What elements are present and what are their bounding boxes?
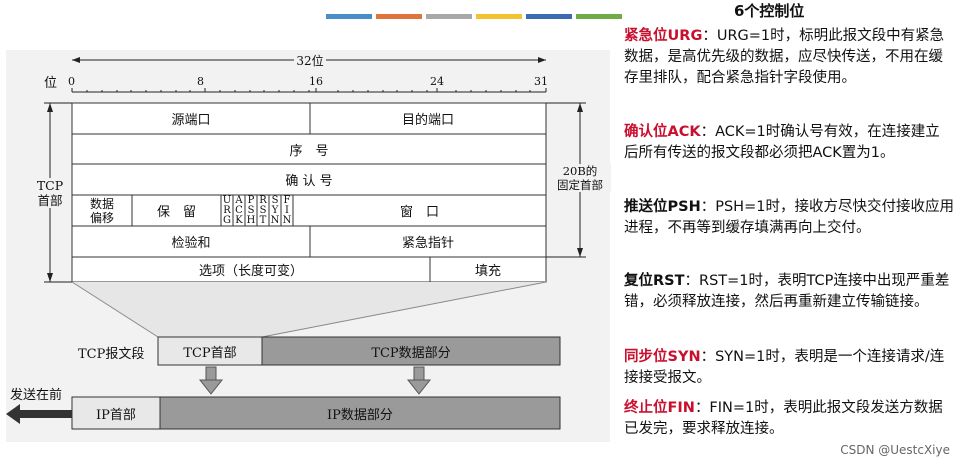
control-bit-syn-desc: ：SYN=1时，表明是一个连接请求/连接接受报文。 [624,349,945,386]
tcp-segment-label: TCP报文段 [78,347,145,362]
control-bit-syn-name: 同步位SYN [624,349,701,365]
control-bit-urg: 紧急位URG：URG=1时，标明此报文段中有紧急数据，是高优先级的数据，应尽快传… [624,26,954,89]
tcp-data-box: TCP数据部分 [371,345,451,361]
control-bit-fin: 终止位FIN：FIN=1时，表明此报文段发送方数据已发完，要求释放连接。 [624,398,954,440]
width-label: 32位 [294,52,326,69]
csdn-watermark: CSDN @UestcXiye [840,443,950,457]
field-options: 选项（长度可变） [198,264,303,279]
bit-tick-16: 16 [309,75,323,88]
control-bit-ack-desc: ：ACK=1时确认号有效，在连接建立后所有传送的报文段都必须把ACK置为1。 [624,124,940,161]
bit-tick-8: 8 [197,75,204,88]
control-bit-psh-desc: ：PSH=1时，接收方尽快交付接收应用进程，不再等到缓存填满再向上交付。 [624,199,954,236]
fixed-header-label: 20B的 固定首部 [549,164,611,192]
field-sequence: 序 号 [289,143,329,159]
field-padding: 填充 [474,264,501,279]
control-bit-rst: 复位RST：RST=1时，表明TCP连接中出现严重差错，必须释放连接，然后再重新… [624,271,954,313]
strip-segment-3 [426,14,472,19]
bit-tick-0: 0 [68,75,75,88]
control-bit-psh-name: 推送位PSH [624,199,701,215]
ip-header-box: IP首部 [96,407,136,423]
control-bits-title: 6个控制位 [734,2,805,20]
control-bit-rst-name: 复位RST [624,273,685,289]
field-window: 窗 口 [399,205,439,220]
strip-segment-1 [326,14,372,19]
bit-tick-24: 24 [430,75,444,88]
field-checksum: 检验和 [171,236,211,251]
strip-segment-2 [376,14,422,19]
bit-label: 位 [44,76,58,91]
bit-tick-31: 31 [534,75,548,88]
strip-segment-6 [576,14,622,19]
control-bit-urg-desc: ：URG=1时，标明此报文段中有紧急数据，是高优先级的数据，应尽快传送，不用在缓… [624,28,945,86]
field-urgent-pointer: 紧急指针 [401,236,454,251]
field-data-offset: 数据 偏移 [89,196,114,225]
strip-segment-4 [476,14,522,19]
control-bit-fin-desc: ：FIN=1时，表明此报文段发送方数据已发完，要求释放连接。 [624,400,943,437]
tcp-header-label: TCP 首部 [30,178,70,208]
ip-data-box: IP数据部分 [327,407,393,423]
control-bit-ack-name: 确认位ACK [624,124,701,140]
tcp-header-box: TCP首部 [183,345,237,361]
field-reserved: 保 留 [156,205,196,220]
control-bit-psh: 推送位PSH：PSH=1时，接收方尽快交付接收应用进程，不再等到缓存填满再向上交… [624,197,954,239]
control-bit-urg-name: 紧急位URG [624,28,703,44]
control-bit-ack: 确认位ACK：ACK=1时确认号有效，在连接建立后所有传送的报文段都必须把ACK… [624,122,954,164]
field-source-port: 源端口 [171,113,211,128]
field-ack-number: 确 认 号 [285,174,333,189]
control-bit-rst-desc: ：RST=1时，表明TCP连接中出现严重差错，必须释放连接，然后再重新建立传输链… [624,273,950,310]
send-first-label: 发送在前 [10,388,63,403]
strip-segment-5 [526,14,572,19]
field-dest-port: 目的端口 [401,113,454,128]
control-bit-syn: 同步位SYN：SYN=1时，表明是一个连接请求/连接接受报文。 [624,347,954,389]
control-bit-fin-name: 终止位FIN [624,400,695,416]
control-bits-panel: 6个控制位 紧急位URG：URG=1时，标明此报文段中有紧急数据，是高优先级的数… [614,0,964,465]
